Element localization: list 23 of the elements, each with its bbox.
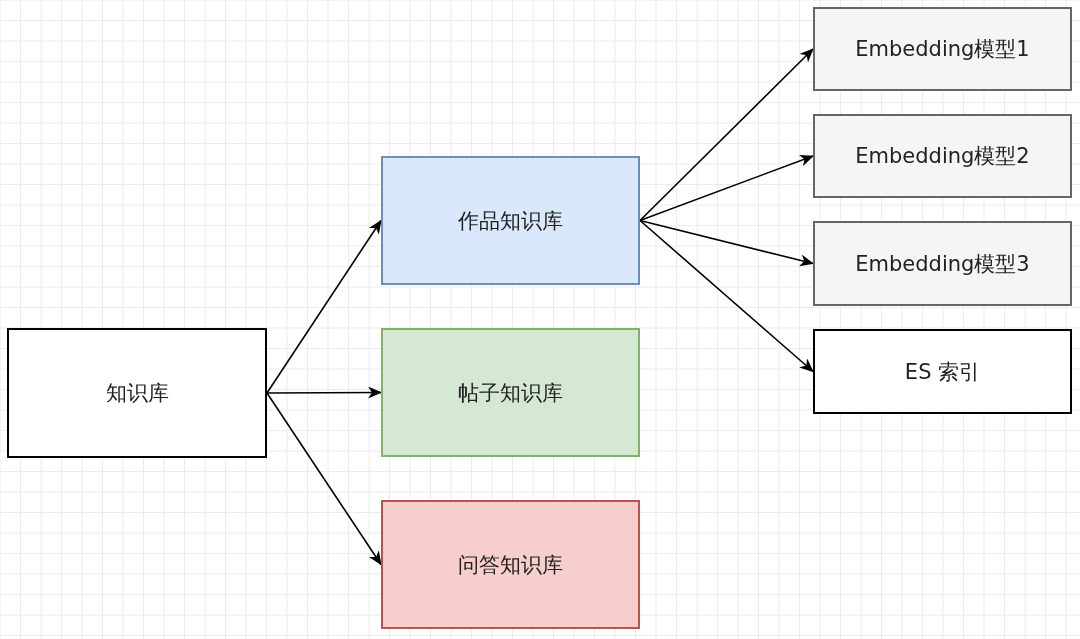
process-box <box>813 221 1072 306</box>
box-label: 帖子知识库 <box>458 379 563 407</box>
arrow <box>266 392 382 566</box>
box-label: 知识库 <box>105 380 169 407</box>
box-label: 作品知识库 <box>458 207 563 235</box>
arrow <box>266 386 382 399</box>
process-box <box>381 328 640 457</box>
process-box <box>381 500 640 629</box>
process-box <box>813 7 1072 91</box>
box-label: Embedding模型1 <box>855 36 1030 63</box>
arrow <box>639 219 814 373</box>
process-box <box>813 329 1072 414</box>
process-box <box>381 156 640 285</box>
box-label: 问答知识库 <box>458 551 563 579</box>
box-label: Embedding模型2 <box>855 143 1030 170</box>
process-box <box>813 114 1072 198</box>
arrow <box>639 48 814 222</box>
box-label: ES 索引 <box>904 358 981 386</box>
arrow <box>266 219 382 394</box>
process-box <box>7 328 267 458</box>
arrow <box>639 219 814 267</box>
box-label: Embedding模型3 <box>855 250 1030 278</box>
arrow <box>639 154 814 222</box>
